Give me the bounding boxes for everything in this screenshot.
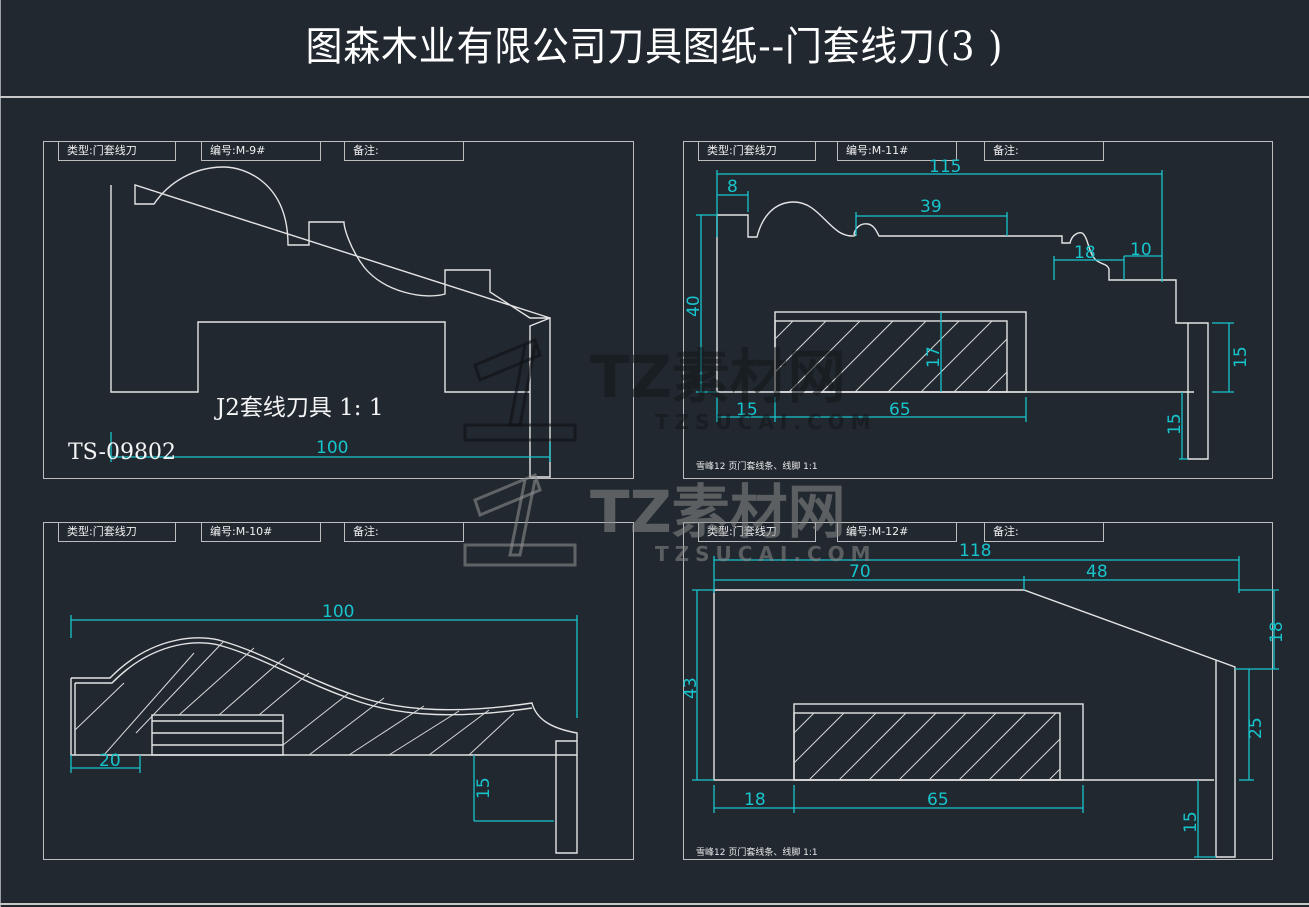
remark-field: 备注: (344, 522, 464, 542)
drawing-panel-m12: 类型:门套线刀 编号:M-12# 备注: 118 70 48 43 18 25 … (681, 522, 1287, 860)
dim-board-width: 65 (927, 790, 949, 810)
hatch-pattern (774, 320, 1008, 393)
dim-ledge: 18 (1074, 243, 1096, 263)
type-field: 类型:门套线刀 (698, 522, 816, 542)
type-field: 类型:门套线刀 (698, 141, 816, 161)
dim-height: 43 (681, 677, 701, 699)
bottom-divider (0, 903, 1309, 905)
dim-left-offset: 15 (736, 400, 758, 420)
remark-label: 备注: (993, 525, 1019, 538)
watermark-logo-icon (463, 337, 577, 567)
type-label: 类型: (67, 144, 93, 157)
drawing-panel-m9: 类型:门套线刀 编号:M-9# 备注: 100 J2套线刀具 1: 1 TS-0… (43, 141, 634, 479)
board-outline (793, 703, 1084, 781)
number-label: 编号: (846, 525, 872, 538)
remark-label: 备注: (353, 144, 379, 157)
dim-board-height: 17 (924, 346, 944, 368)
molding-profile-inner (74, 642, 533, 755)
dim-right-height: 25 (1246, 717, 1266, 739)
type-label: 类型: (707, 144, 733, 157)
remark-field: 备注: (984, 522, 1104, 542)
profile-drawing: 115 8 39 18 10 40 17 15 65 15 15 (684, 157, 1251, 460)
dim-bottom-height: 15 (474, 777, 494, 799)
number-field: 编号:M-10# (201, 522, 321, 542)
dim-width: 100 (322, 602, 354, 622)
hatch-pattern (793, 712, 1061, 781)
cutter-profile (110, 166, 551, 478)
profile-drawing: 100 20 15 (70, 602, 578, 854)
dim-left-step: 20 (99, 751, 121, 771)
dim-slope-height: 18 (1267, 621, 1287, 643)
remark-label: 备注: (353, 525, 379, 538)
type-value: 门套线刀 (92, 525, 137, 538)
dim-total: 118 (959, 541, 991, 561)
remark-field: 备注: (344, 141, 464, 161)
profile-drawing: 118 70 48 43 18 25 18 65 15 (681, 541, 1287, 858)
number-field: 编号:M-9# (201, 141, 321, 161)
type-field: 类型:门套线刀 (58, 141, 176, 161)
remark-label: 备注: (993, 144, 1019, 157)
number-label: 编号: (846, 144, 872, 157)
dim-width-label: 100 (316, 438, 348, 458)
remark-field: 备注: (984, 141, 1104, 161)
page-title: 图森木业有限公司刀具图纸--门套线刀(3 ) (305, 24, 1004, 70)
type-field: 类型:门套线刀 (58, 522, 176, 542)
dim-bottom-height: 15 (1165, 413, 1185, 435)
number-value: M-10# (235, 525, 273, 538)
insert-slot (151, 714, 284, 756)
type-value: 门套线刀 (92, 144, 137, 157)
board-section (793, 712, 1061, 781)
type-label: 类型: (707, 525, 733, 538)
drawing-panel-m10: 类型:门套线刀 编号:M-10# 备注: 100 20 15 (43, 522, 634, 860)
number-label: 编号: (210, 144, 236, 157)
drawing-caption: 雪峰12 页门套线条、线脚 1:1 (696, 462, 818, 472)
number-label: 编号: (210, 525, 236, 538)
dim-slope: 48 (1086, 562, 1108, 582)
type-label: 类型: (67, 525, 93, 538)
tool-code: TS-09802 (68, 440, 176, 465)
board-section (774, 320, 1008, 393)
title-divider (0, 96, 1309, 98)
number-value: M-11# (871, 144, 909, 157)
number-field: 编号:M-11# (837, 141, 957, 161)
dim-right-height: 15 (1231, 346, 1251, 368)
number-field: 编号:M-12# (837, 522, 957, 542)
profile-drawing: 100 (110, 166, 551, 478)
dim-board-width: 65 (889, 400, 911, 420)
dim-bottom-height: 15 (1181, 811, 1201, 833)
dim-total: 115 (929, 157, 961, 177)
dim-right-step: 10 (1130, 240, 1152, 260)
number-value: M-9# (235, 144, 266, 157)
number-value: M-12# (871, 525, 909, 538)
dim-height: 40 (684, 295, 704, 317)
dim-flat: 39 (920, 197, 942, 217)
dim-flat: 70 (849, 562, 871, 582)
type-value: 门套线刀 (732, 525, 777, 538)
tool-caption: J2套线刀具 1: 1 (216, 395, 384, 421)
dim-left-step: 8 (727, 177, 738, 197)
dim-left-offset: 18 (744, 790, 766, 810)
hatch-pattern (74, 640, 515, 756)
drawing-caption: 雪峰12 页门套线条、线脚 1:1 (696, 848, 818, 858)
type-value: 门套线刀 (732, 144, 777, 157)
drawing-panel-m11: 类型:门套线刀 编号:M-11# 备注: 115 8 39 18 10 40 1… (683, 141, 1273, 479)
molding-profile (713, 589, 1236, 858)
